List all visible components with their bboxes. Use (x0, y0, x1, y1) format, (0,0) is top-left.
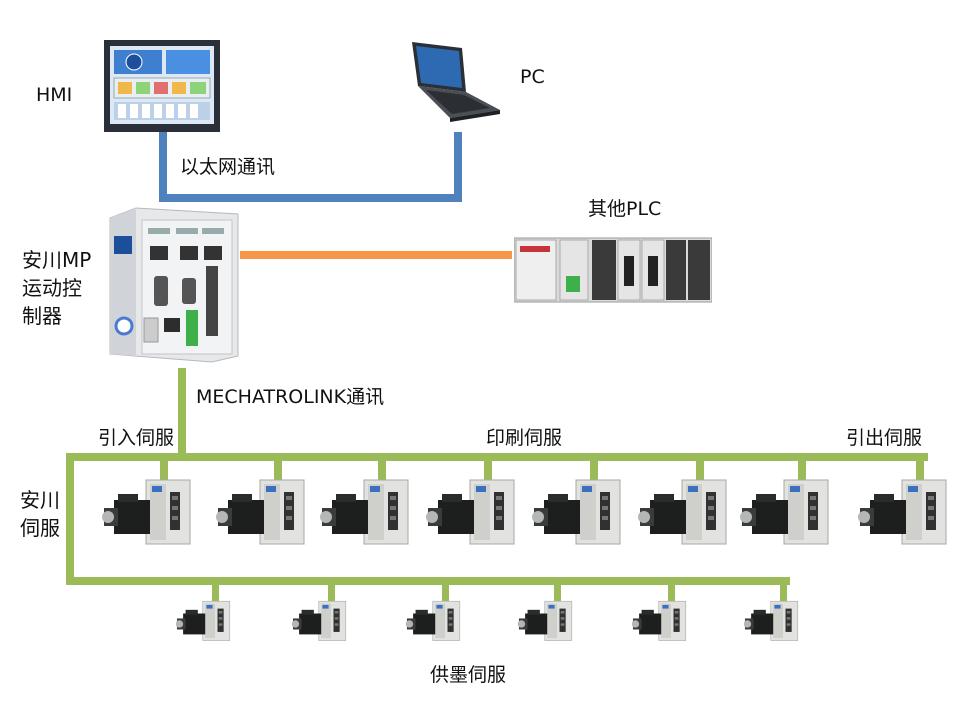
ink-servo-drop-4 (554, 581, 561, 605)
servo-icon (517, 600, 573, 641)
hmi-panel[interactable] (104, 40, 220, 132)
servo-drop-6 (696, 457, 704, 485)
ethernet-line-horizontal (159, 194, 462, 202)
ink-servo-drop-3 (442, 581, 449, 605)
servo-drop-8 (916, 457, 924, 485)
other-plc-rack[interactable] (514, 236, 712, 304)
ink-servo-5[interactable] (630, 600, 690, 643)
yaskawa-servo-label: 安川 伺服 (20, 488, 60, 540)
servo-drop-4 (484, 457, 492, 485)
ethernet-label: 以太网通讯 (180, 156, 276, 178)
servo-icon (426, 479, 515, 545)
print-servo-label: 印刷伺服 (486, 427, 563, 449)
left-bus-riser (66, 453, 74, 585)
infeed-servo-label: 引入伺服 (98, 427, 175, 449)
servo-icon (638, 479, 727, 545)
ink-servo-3[interactable] (404, 600, 464, 643)
hmi-label: HMI (36, 84, 73, 106)
ethernet-line-hmi (159, 130, 167, 202)
servo-drop-1 (160, 457, 168, 485)
servo-drop-5 (590, 457, 598, 485)
servo-icon (858, 479, 947, 545)
servo-drop-3 (378, 457, 386, 485)
ink-servo-drop-2 (328, 581, 335, 605)
ink-servo-label: 供墨伺服 (430, 664, 507, 686)
pc-label: PC (520, 66, 545, 88)
mechatrolink-line (178, 368, 186, 460)
servo-icon (291, 600, 347, 641)
ink-servo-6[interactable] (742, 600, 802, 643)
ink-servo-2[interactable] (290, 600, 350, 643)
ink-servo-drop-1 (212, 581, 219, 605)
servo-drop-2 (274, 457, 282, 485)
yaskawa-servo-2[interactable] (214, 478, 310, 548)
servo-icon (320, 479, 409, 545)
ethernet-line-pc (454, 132, 462, 202)
other-plc-label: 其他PLC (588, 198, 662, 220)
yaskawa-servo-8[interactable] (856, 478, 952, 548)
servo-icon (216, 479, 305, 545)
ink-servo-1[interactable] (174, 600, 234, 643)
yaskawa-servo-1[interactable] (100, 478, 196, 548)
outfeed-servo-label: 引出伺服 (846, 427, 923, 449)
ink-servo-4[interactable] (516, 600, 576, 643)
lower-servo-bus (66, 577, 790, 585)
mechatrolink-label: MECHATROLINK通讯 (196, 386, 385, 408)
servo-icon (102, 479, 191, 545)
servo-drop-7 (798, 457, 806, 485)
servo-icon (743, 600, 799, 641)
yaskawa-servo-7[interactable] (738, 478, 834, 548)
ink-servo-drop-6 (780, 581, 787, 605)
yaskawa-servo-6[interactable] (636, 478, 732, 548)
servo-icon (175, 600, 231, 641)
servo-icon (532, 479, 621, 545)
upper-servo-bus (66, 453, 928, 461)
yaskawa-servo-4[interactable] (424, 478, 520, 548)
pc-laptop[interactable] (406, 40, 502, 124)
yaskawa-servo-3[interactable] (318, 478, 414, 548)
servo-icon (631, 600, 687, 641)
servo-icon (405, 600, 461, 641)
ink-servo-drop-5 (668, 581, 675, 605)
mp-motion-controller[interactable] (104, 206, 242, 364)
servo-icon (740, 479, 829, 545)
yaskawa-servo-5[interactable] (530, 478, 626, 548)
controller-label: 安川MP 运动控 制器 (22, 248, 92, 328)
plc-link-line (240, 251, 512, 259)
